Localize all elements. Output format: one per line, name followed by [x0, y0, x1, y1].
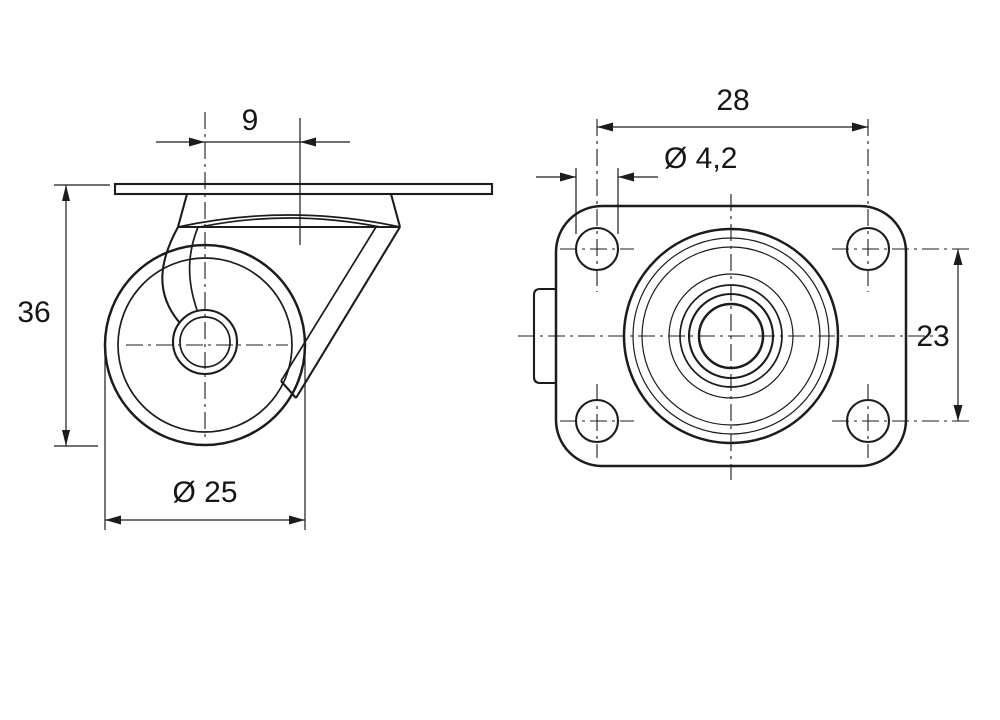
dim-hole-arrow-left [560, 172, 576, 182]
dim-height-label: 36 [17, 296, 50, 329]
dim-width-arrow-left [597, 122, 613, 132]
wheel-outer-circle [103, 243, 307, 447]
raceway-left-edge [176, 193, 189, 228]
dimension-offset: 9 [156, 104, 350, 245]
dim-hole-label: Ø 4,2 [664, 142, 737, 175]
fork-front-leg-outer [161, 226, 180, 323]
dim-wheel-label: Ø 25 [172, 476, 237, 509]
dim-height-spacing-arrow-top [953, 249, 963, 265]
dim-width-arrow-right [852, 122, 868, 132]
mounting-plate-outline [554, 204, 908, 468]
fork-front-leg-inner [188, 226, 199, 311]
dimension-hole-spacing-height: 23 [916, 249, 963, 421]
fork-back-leg-inner [280, 226, 377, 382]
dim-height-arrow-bottom [62, 430, 70, 446]
bearing-race-circle-2 [641, 246, 821, 426]
dim-height-spacing-label: 23 [916, 320, 949, 353]
dimension-hole-diameter: Ø 4,2 [536, 142, 737, 234]
raceway-right-edge [389, 193, 402, 228]
dimension-hole-spacing-width: 28 [597, 84, 868, 132]
kingpin-boss-circle [679, 284, 783, 388]
dim-wheel-arrow-right [289, 515, 305, 525]
dim-wheel-arrow-left [105, 515, 121, 525]
bearing-race-circle-1 [632, 237, 830, 435]
hub-bore-circle [179, 316, 231, 368]
dimension-height: 36 [17, 184, 110, 447]
kingpin-bore-circle [697, 302, 765, 370]
raceway-bearing-arc-outer [177, 214, 401, 228]
dim-height-arrow-top [62, 185, 70, 201]
top-view: 28 Ø 4,2 23 [518, 84, 972, 480]
dimension-wheel-diameter: Ø 25 [104, 352, 306, 530]
dim-width-label: 28 [716, 84, 749, 117]
bearing-housing-circle [622, 227, 840, 445]
kingpin-collar-circle [687, 292, 775, 380]
dim-offset-arrow-left [189, 137, 205, 147]
wheel-rim-circle [117, 257, 293, 433]
dim-offset-label: 9 [242, 104, 259, 137]
raceway-bearing-arc-inner [199, 217, 381, 228]
dim-hole-arrow-right [618, 172, 634, 182]
hub-seat-circle [668, 273, 794, 399]
hub-outer-circle [171, 308, 239, 376]
dim-offset-arrow-right [300, 137, 316, 147]
side-view: 9 36 Ø 25 [17, 104, 494, 530]
plate-left-tab [532, 287, 556, 385]
fork-back-leg-outer [295, 226, 401, 399]
mounting-plate-side [113, 182, 494, 196]
dim-height-spacing-arrow-bottom [953, 405, 963, 421]
